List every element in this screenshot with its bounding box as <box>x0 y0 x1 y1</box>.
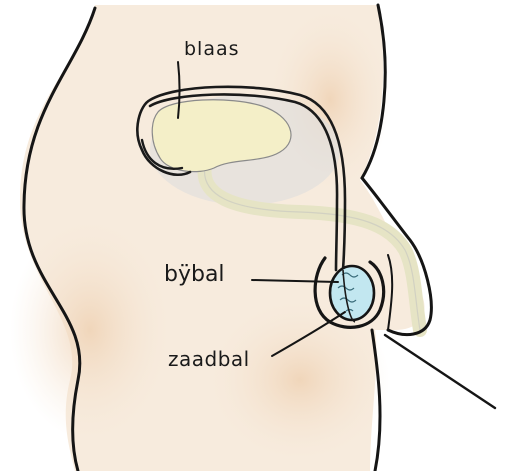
skin-shadow <box>10 220 170 440</box>
thigh-line <box>385 335 495 408</box>
label-blaas: blaas <box>184 38 240 60</box>
testis <box>330 266 374 320</box>
label-zaadbal: zaadbal <box>168 347 250 371</box>
label-bijbal: bÿbal <box>164 262 225 287</box>
